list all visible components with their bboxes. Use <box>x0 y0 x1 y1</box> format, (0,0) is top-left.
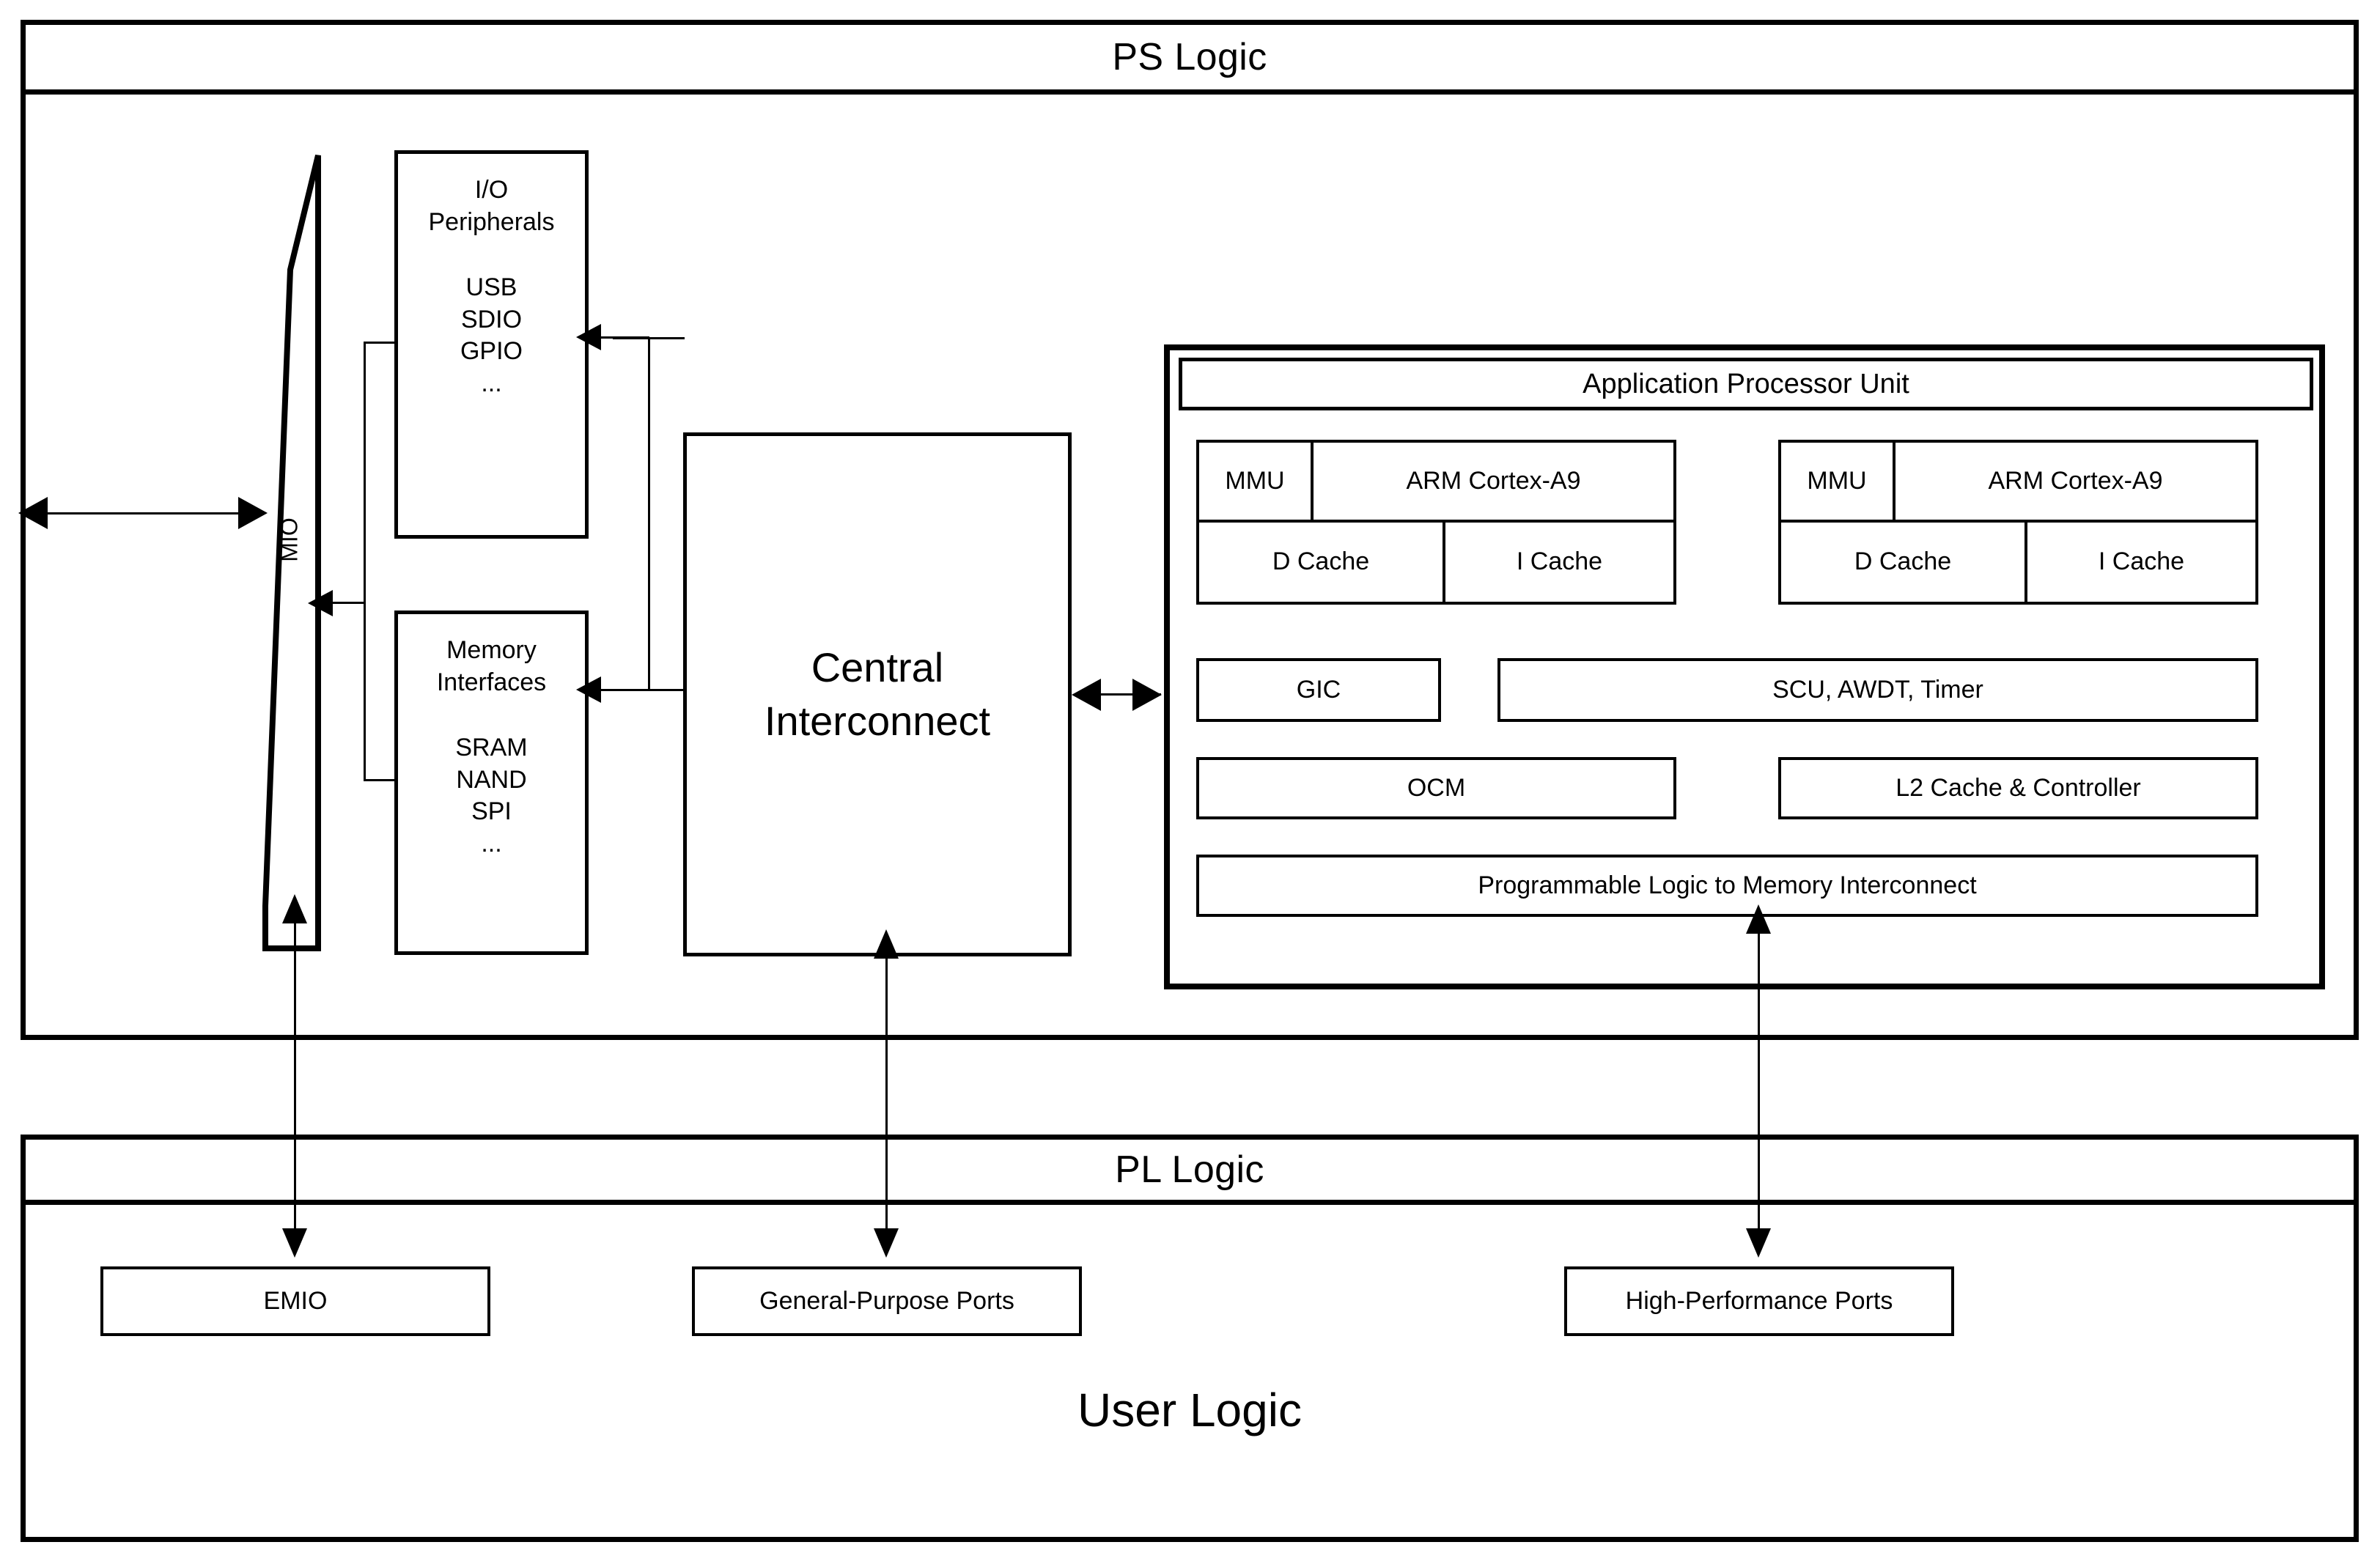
apu-scu-box: SCU, AWDT, Timer <box>1497 658 2258 722</box>
io-peripherals-in-arrow <box>576 324 601 350</box>
ci-apu-arrow-right <box>1132 679 1162 711</box>
mio-external-arrow-left <box>18 497 48 529</box>
mio-io-return-arrow <box>308 590 333 616</box>
apu-core-right: MMU ARM Cortex-A9 D Cache I Cache <box>1778 440 2258 605</box>
io-peripherals-title: I/O Peripherals <box>428 176 555 236</box>
mio-block: MIO <box>258 152 324 951</box>
memory-interfaces-box: Memory Interfaces SRAM NAND SPI ... <box>394 611 589 955</box>
memory-interfaces-title: Memory Interfaces <box>436 636 547 696</box>
ci-to-io-vertical <box>648 337 650 689</box>
user-logic-title: User Logic <box>1077 1384 1302 1436</box>
gp-to-ci-arrow-up <box>874 929 899 959</box>
apu-core-left-icache: I Cache <box>1443 520 1676 605</box>
ci-to-io-horizontal-top <box>648 337 685 339</box>
hp-to-plmem-arrow-up <box>1746 904 1771 934</box>
ps-logic-header: PS Logic <box>26 25 2354 95</box>
mio-io-return-line <box>331 602 364 604</box>
ci-to-gp-line <box>885 956 888 1231</box>
plmem-to-hp-line <box>1758 911 1760 1231</box>
pl-port-emio: EMIO <box>100 1266 490 1336</box>
ci-apu-arrow-left <box>1072 679 1101 711</box>
peripheral-bracket-bottom <box>364 779 396 781</box>
io-peripherals-items: USB SDIO GPIO ... <box>460 273 523 397</box>
apu-title: Application Processor Unit <box>1583 368 1909 399</box>
central-interconnect-label: Central Interconnect <box>764 643 991 744</box>
apu-pl-to-memory-box: Programmable Logic to Memory Interconnec… <box>1196 855 2258 917</box>
apu-core-right-cpu: ARM Cortex-A9 <box>1893 440 2258 523</box>
apu-core-left-dcache: D Cache <box>1196 520 1445 605</box>
apu-core-left-cpu: ARM Cortex-A9 <box>1311 440 1676 523</box>
apu-core-right-icache: I Cache <box>2025 520 2258 605</box>
ci-to-apu-line <box>1076 693 1161 696</box>
apu-box: Application Processor Unit MMU ARM Corte… <box>1164 344 2325 989</box>
memory-interfaces-in-arrow <box>576 676 601 703</box>
mio-label: MIO <box>276 517 303 562</box>
mio-shape <box>262 155 321 951</box>
apu-ocm-box: OCM <box>1196 757 1676 819</box>
apu-core-left: MMU ARM Cortex-A9 D Cache I Cache <box>1196 440 1676 605</box>
emio-to-mio-arrow <box>282 894 307 923</box>
pl-logic-header: PL Logic <box>26 1140 2354 1205</box>
pl-port-general-purpose: General-Purpose Ports <box>692 1266 1082 1336</box>
plmem-to-hp-arrow-down <box>1746 1228 1771 1258</box>
apu-core-right-mmu: MMU <box>1778 440 1895 523</box>
ci-to-gp-arrow-down <box>874 1228 899 1258</box>
pl-port-high-performance: High-Performance Ports <box>1564 1266 1954 1336</box>
mio-to-emio-arrow <box>282 1228 307 1258</box>
apu-header: Application Processor Unit <box>1179 358 2313 410</box>
ps-logic-title: PS Logic <box>1112 36 1267 78</box>
central-interconnect-box: Central Interconnect <box>683 432 1072 956</box>
memory-interfaces-items: SRAM NAND SPI ... <box>455 734 528 857</box>
apu-gic-box: GIC <box>1196 658 1441 722</box>
mio-external-arrow-right <box>238 497 268 529</box>
mio-to-emio-line <box>294 901 296 1231</box>
apu-core-left-mmu: MMU <box>1196 440 1314 523</box>
pl-logic-region: PL Logic User Logic <box>21 1135 2359 1542</box>
peripheral-bracket-spine <box>364 342 366 781</box>
peripheral-bracket-top <box>364 342 396 344</box>
mio-external-link <box>44 512 264 514</box>
ci-to-mem-horizontal <box>601 689 686 691</box>
ci-to-io-arrow-line <box>601 336 649 339</box>
io-peripherals-box: I/O Peripherals USB SDIO GPIO ... <box>394 150 589 539</box>
apu-core-right-dcache: D Cache <box>1778 520 2027 605</box>
pl-logic-title: PL Logic <box>1115 1148 1264 1191</box>
apu-l2-cache-box: L2 Cache & Controller <box>1778 757 2258 819</box>
